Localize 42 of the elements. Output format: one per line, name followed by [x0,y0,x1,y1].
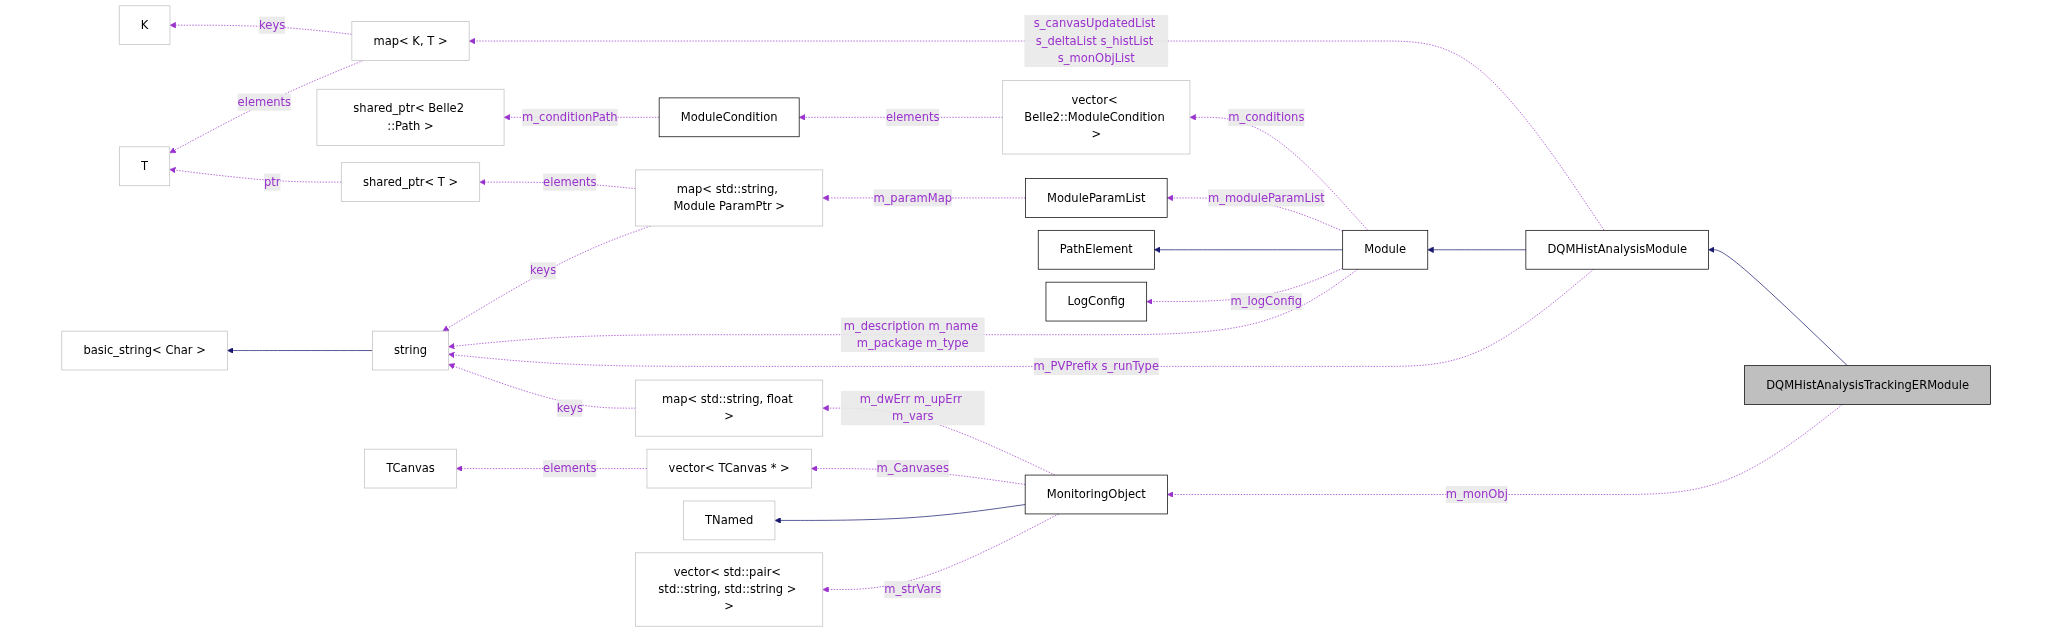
edge-label: elements [237,94,292,109]
node-box: T [119,146,171,187]
node-box: PathElement [1038,230,1156,270]
edge-label: s_canvasUpdatedList s_deltaList s_histList s_monObjList [1034,16,1156,65]
edge-label: keys [557,400,584,415]
node-box: ModuleCondition [659,97,800,138]
node-box: ModuleParamList [1025,178,1168,218]
edge-label: m_PVPrefix s_runType [1033,359,1160,373]
edge-label: elements [543,461,597,476]
node-box: K [119,5,171,45]
edge-label: m_conditionPath [522,110,618,124]
node-box: vector< std::pair< std::string, std::string > > [635,552,824,627]
node-box: MonitoringObject [1025,474,1169,515]
node-box: Module [1342,230,1429,270]
edge-label: keys [530,263,557,278]
node-box: LogConfig [1045,281,1148,322]
edge-label: elements [886,110,940,124]
node-box: vector< Belle2::ModuleCondition > [1002,80,1191,155]
node-box: shared_ptr< Belle2 ::Path > [316,88,505,146]
node-box: basic_string< Char > [61,330,229,371]
edge-label: m_description m_name m_package m_type [844,318,979,350]
edge-label: elements [543,174,597,189]
node-box: TNamed [683,500,776,541]
edge-label: keys [259,17,286,32]
node-box: map< std::string, Module ParamPtr > [635,169,824,227]
edge-label: m_conditions [1228,110,1305,124]
node-box: TCanvas [364,448,458,489]
node-box: vector< TCanvas * > [646,448,813,489]
edge-label: m_dwErr m_upErr m_vars [860,392,963,424]
node-box: map< K, T > [351,21,470,61]
edge-label: m_logConfig [1230,294,1303,309]
node-box: shared_ptr< T > [341,162,481,202]
edge-label: m_moduleParamList [1208,190,1325,205]
node-box: DQMHistAnalysisModule [1525,230,1710,270]
node-box: DQMHistAnalysisTrackingERModule [1744,365,1992,405]
node-box: string [372,330,450,371]
edge-label: m_paramMap [873,190,953,205]
node-box: map< std::string, float > [635,379,824,437]
edge-label: ptr [264,174,281,189]
edge-label: m_monObj [1446,487,1509,501]
edge-label: m_strVars [884,582,942,596]
edge-label: m_Canvases [876,461,950,476]
